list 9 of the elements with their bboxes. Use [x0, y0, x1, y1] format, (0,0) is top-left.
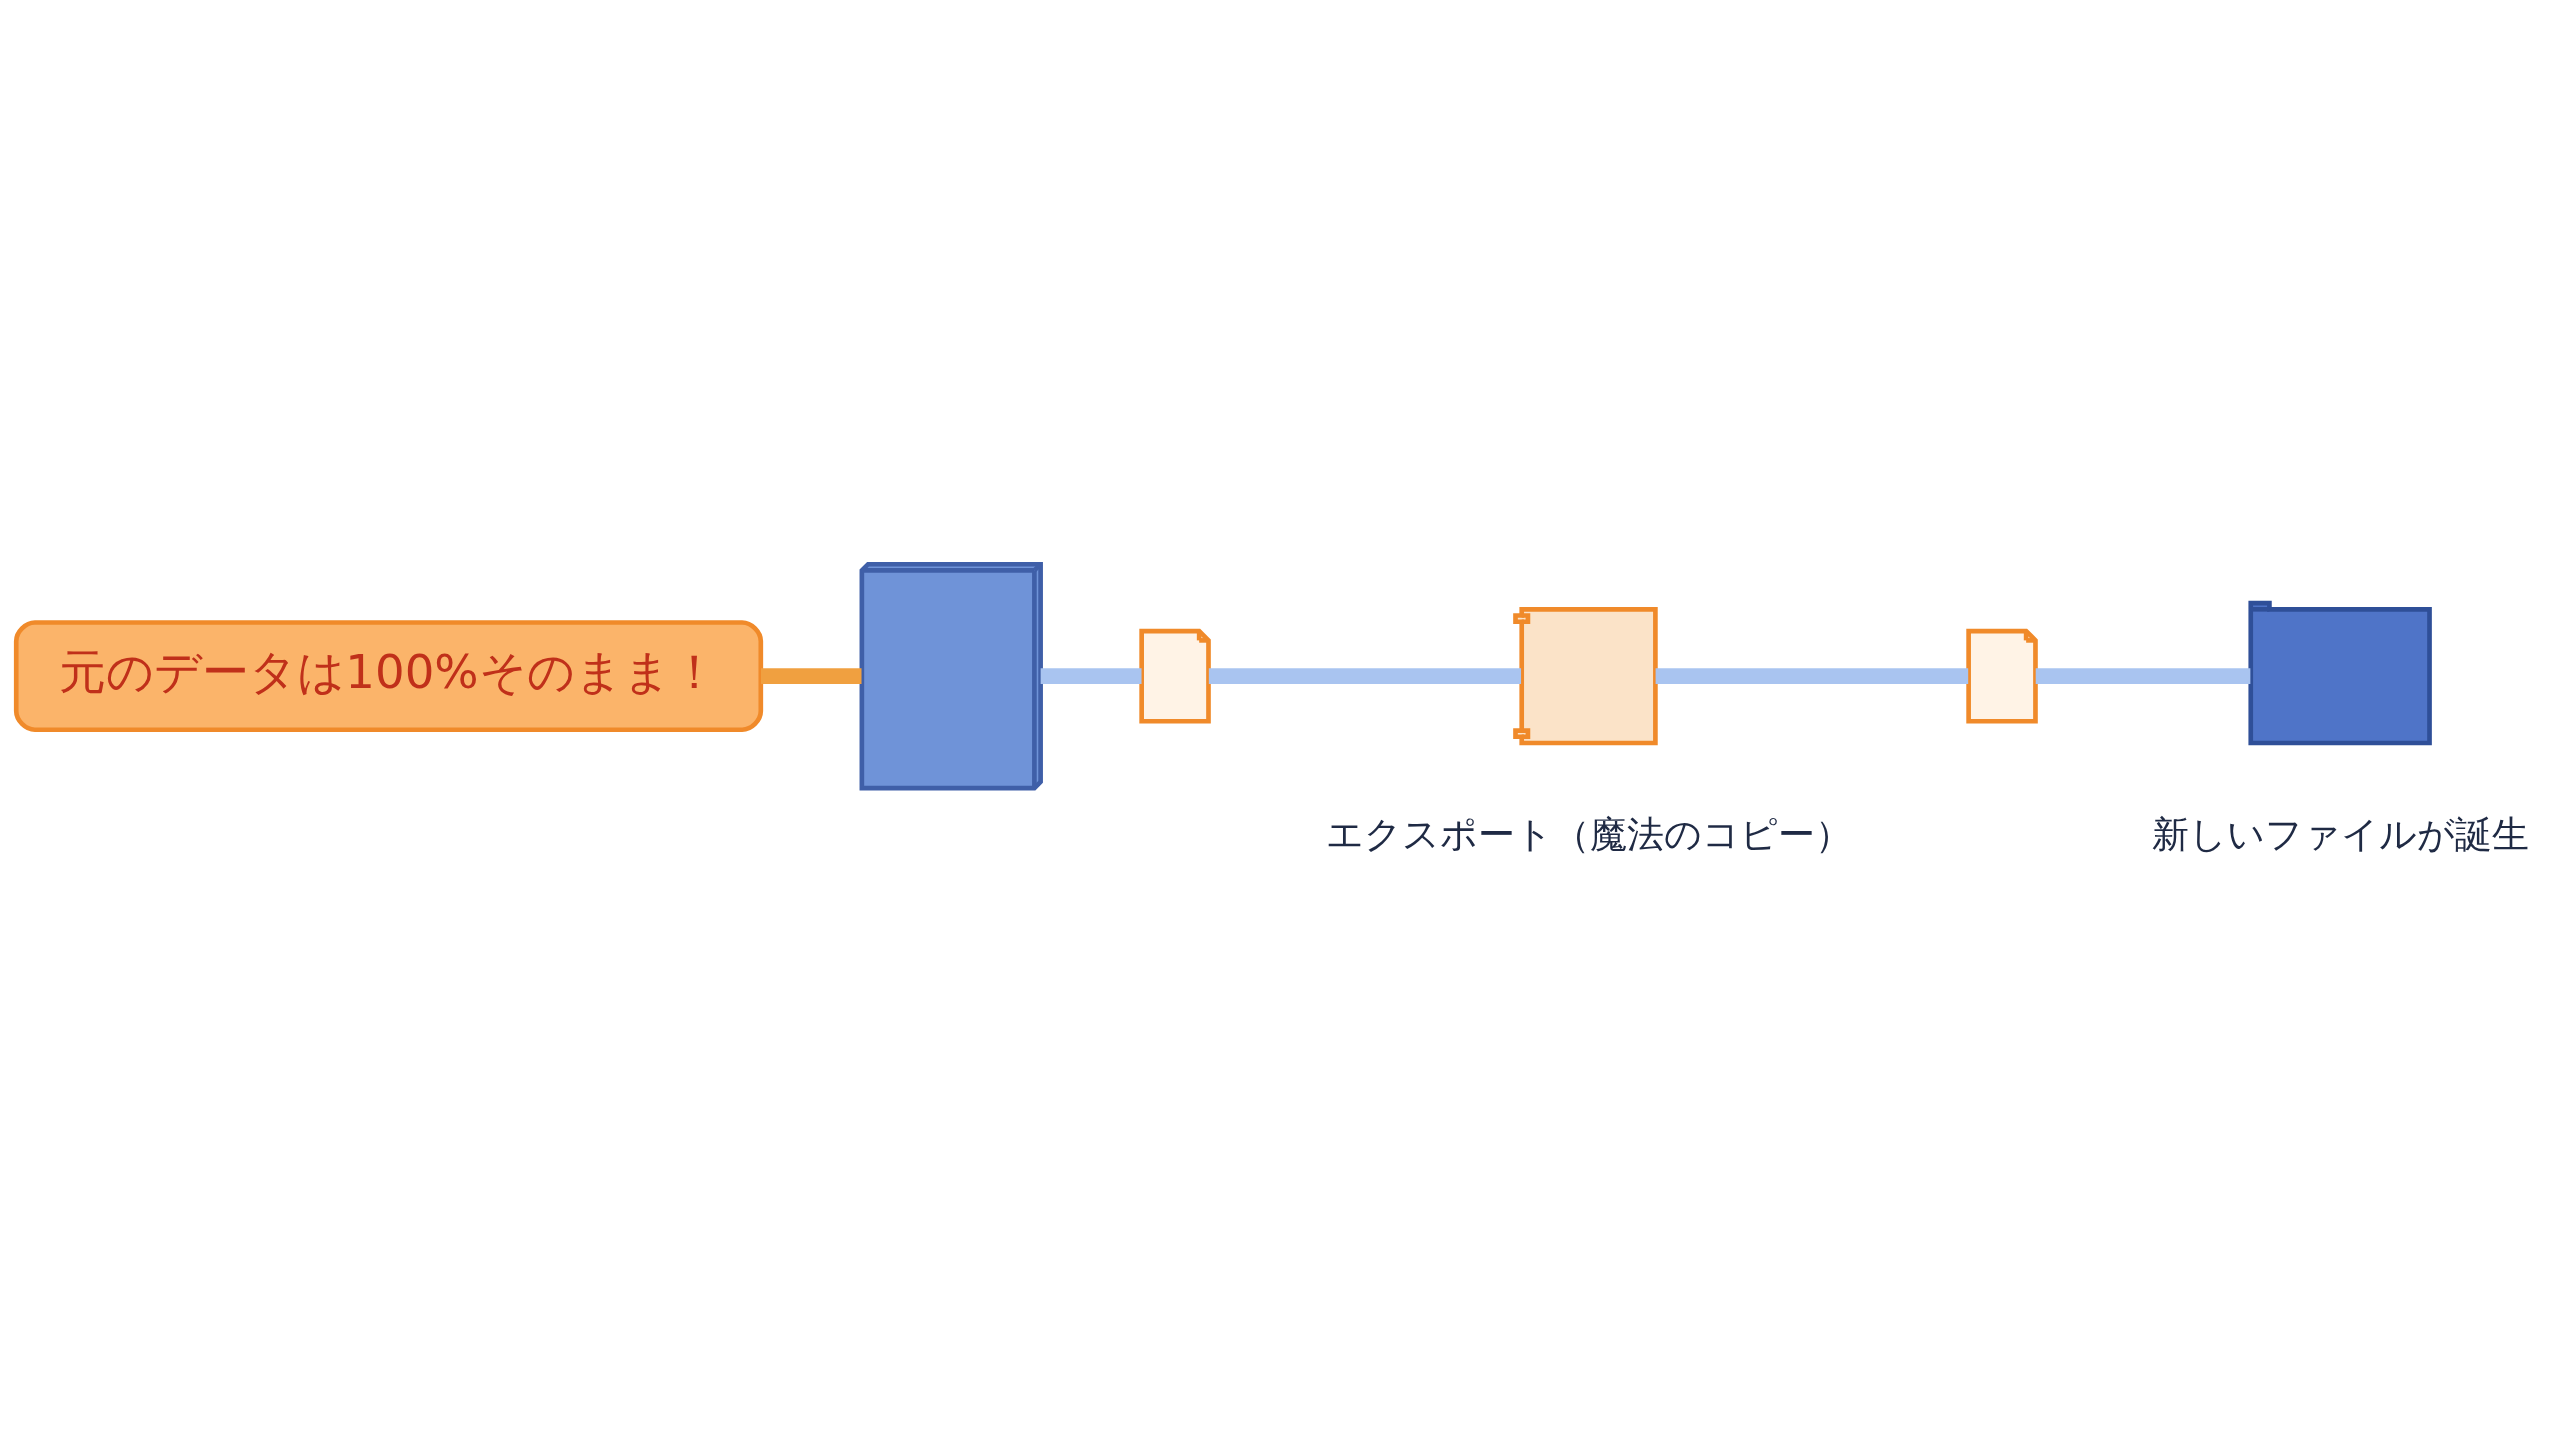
- connector: [761, 667, 862, 684]
- node-box: 元のデータは100%そのまま！: [13, 619, 764, 732]
- node-picture: [1513, 606, 1658, 745]
- connector: [2035, 667, 2251, 684]
- connector: [1655, 667, 1969, 684]
- node-label: 新しいファイルが誕生: [2151, 811, 2529, 856]
- connector: [1208, 667, 1522, 684]
- node-label: エクスポート（魔法のコピー）: [1325, 811, 1852, 856]
- connector: [1040, 667, 1142, 684]
